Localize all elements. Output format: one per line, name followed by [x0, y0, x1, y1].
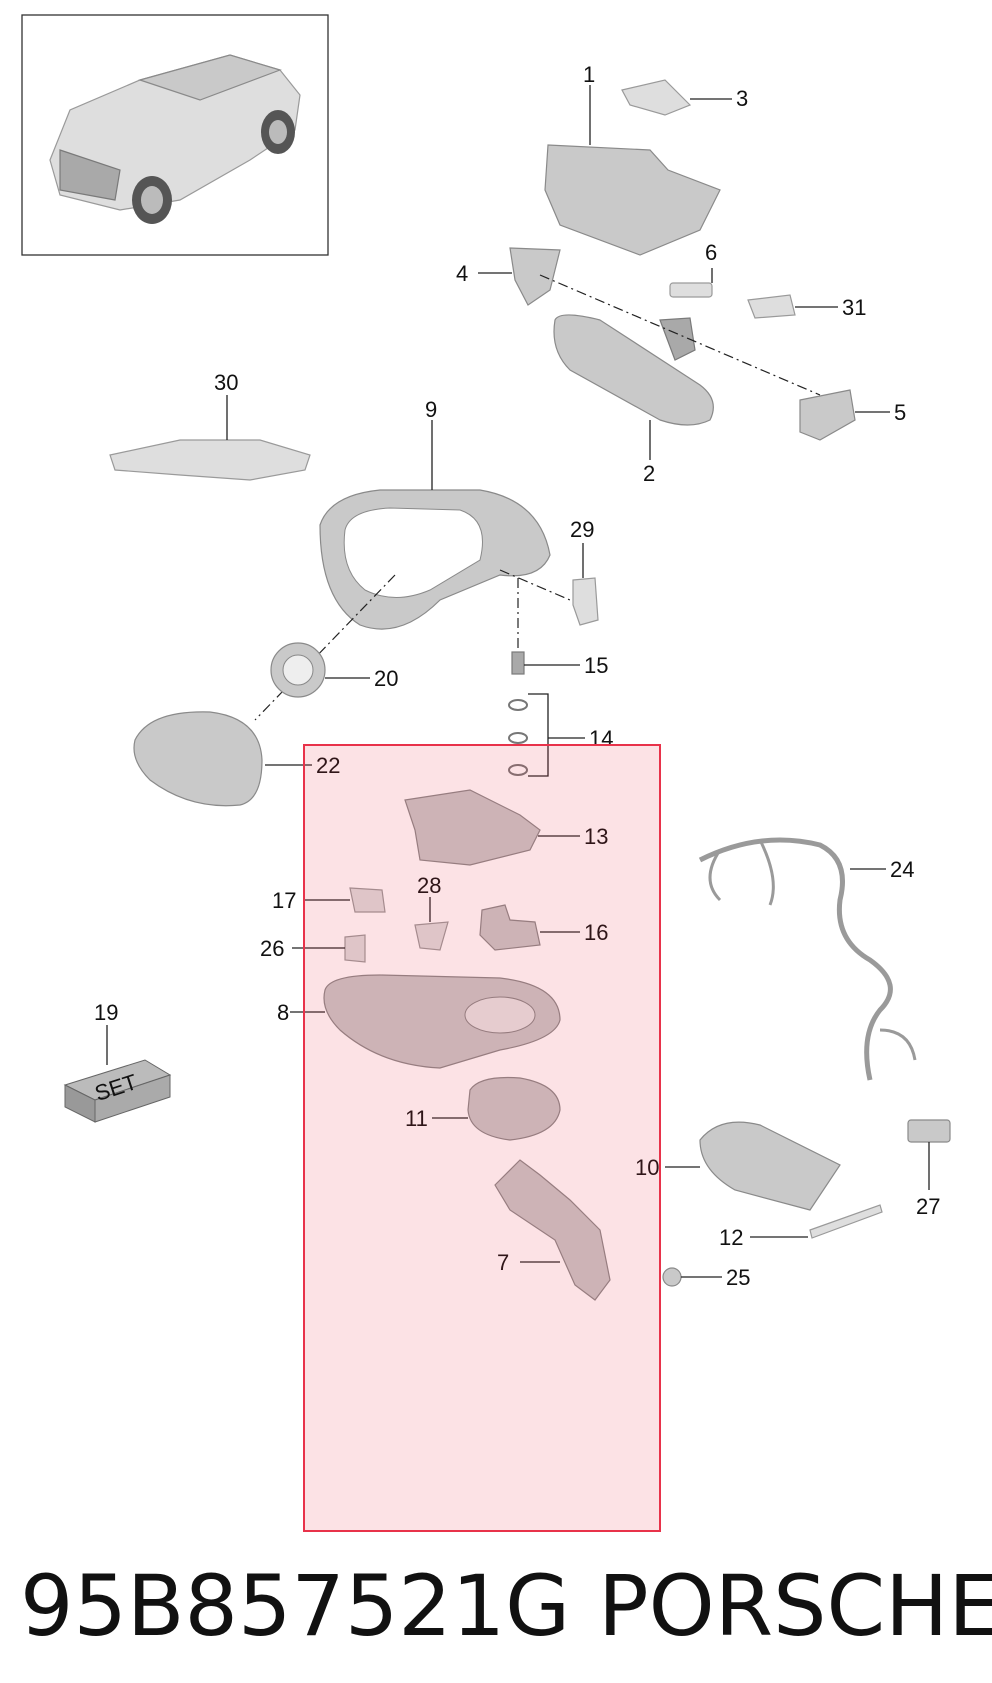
callout-30: 30: [214, 370, 238, 395]
callout-12: 12: [719, 1225, 743, 1250]
part-number: 95B857521G: [20, 1557, 570, 1655]
part-6-sensor: 6: [669, 240, 717, 298]
part-22-mirror-glass: 22: [133, 711, 340, 807]
part-14-washers: 14: [508, 693, 613, 777]
part-13-base-plate: 13: [404, 789, 608, 866]
part-26-bulb: 26: [260, 934, 366, 963]
part-7-mounting-arm: 7: [494, 1159, 611, 1301]
part-28-lamp: 28: [414, 873, 449, 951]
part-20-motor: 20: [270, 642, 398, 698]
part-9-mirror-frame: 9: [319, 397, 551, 630]
callout-24: 24: [890, 857, 914, 882]
part-19-set: SET 19: [63, 1000, 172, 1123]
callout-26: 26: [260, 936, 284, 961]
callout-13: 13: [584, 824, 608, 849]
part-27-plug: 27: [907, 1119, 951, 1219]
part-29-cap: 29: [570, 517, 599, 626]
part-30-trim-strip: 30: [109, 370, 311, 481]
highlight-region: [303, 744, 661, 1532]
callout-25: 25: [726, 1265, 750, 1290]
part-4-clip: 4: [456, 247, 561, 306]
part-15-screw: 15: [511, 651, 608, 678]
callout-20: 20: [374, 666, 398, 691]
callout-17: 17: [272, 888, 296, 913]
callout-29: 29: [570, 517, 594, 542]
callout-22: 22: [316, 753, 340, 778]
callout-19: 19: [94, 1000, 118, 1025]
part-8-housing-base: 8: [277, 974, 561, 1069]
callout-6: 6: [705, 240, 717, 265]
callout-5: 5: [894, 400, 906, 425]
callout-1: 1: [583, 62, 595, 87]
part-24-wiring-harness: 24: [698, 837, 917, 1081]
callout-3: 3: [736, 86, 748, 111]
part-10-puddle-light: 10: [635, 1121, 841, 1211]
part-5-cover: 5: [799, 389, 906, 441]
callout-15: 15: [584, 653, 608, 678]
callout-9: 9: [425, 397, 437, 422]
callout-10: 10: [635, 1155, 659, 1180]
callout-31: 31: [842, 295, 866, 320]
part-12-seal-strip: 12: [719, 1204, 883, 1250]
part-31-connector: 31: [747, 294, 866, 320]
callout-11: 11: [405, 1106, 428, 1131]
part-3-bracket: 3: [621, 79, 748, 116]
part-17-switch: 17: [272, 887, 386, 913]
part-11-ring: 11: [405, 1076, 561, 1141]
callout-16: 16: [584, 920, 608, 945]
callout-4: 4: [456, 261, 468, 286]
part-1-mirror-cap: 1: [544, 62, 721, 256]
part-16-actuator: 16: [479, 904, 608, 951]
callout-2: 2: [643, 461, 655, 486]
part-2-mirror-housing: 2: [553, 314, 714, 486]
callout-14: 14: [589, 726, 613, 751]
callout-8: 8: [277, 1000, 289, 1025]
callout-27: 27: [916, 1194, 940, 1219]
brand-name: PORSCHE: [598, 1557, 992, 1655]
callout-7: 7: [497, 1250, 509, 1275]
part-25-nut: 25: [662, 1265, 750, 1290]
vehicle-thumbnail: [21, 14, 329, 256]
callout-28: 28: [417, 873, 441, 898]
